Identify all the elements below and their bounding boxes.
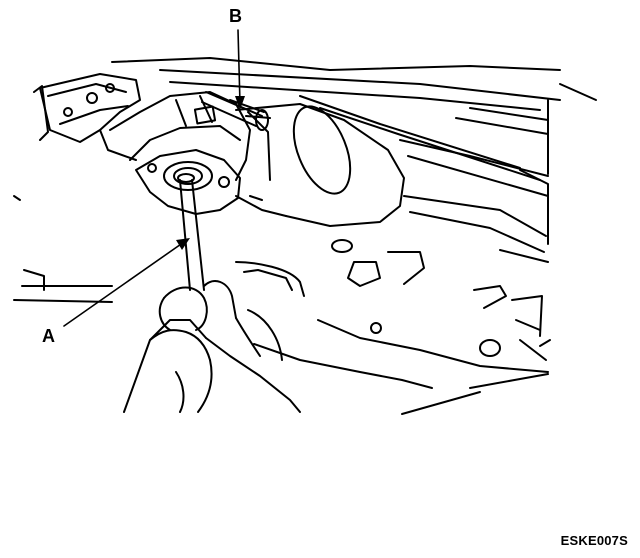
arrowhead-b xyxy=(235,96,245,110)
pry-tool xyxy=(177,173,205,291)
drive-rod xyxy=(201,91,269,131)
callout-label-b: B xyxy=(229,6,242,26)
leader-line-a xyxy=(63,241,185,327)
callout-label-a: A xyxy=(42,326,55,346)
left-bracket xyxy=(33,73,141,161)
floor-ribs xyxy=(159,69,561,263)
motor-body xyxy=(229,99,405,227)
hand xyxy=(123,280,301,413)
figure-code: ESKE007S xyxy=(560,533,628,548)
floor-panel-outline xyxy=(13,57,597,415)
floor-features xyxy=(235,239,551,361)
gear-housing xyxy=(109,91,251,215)
leader-lines xyxy=(63,29,241,327)
leader-line-b xyxy=(237,29,241,105)
arrowhead-a xyxy=(176,238,190,250)
